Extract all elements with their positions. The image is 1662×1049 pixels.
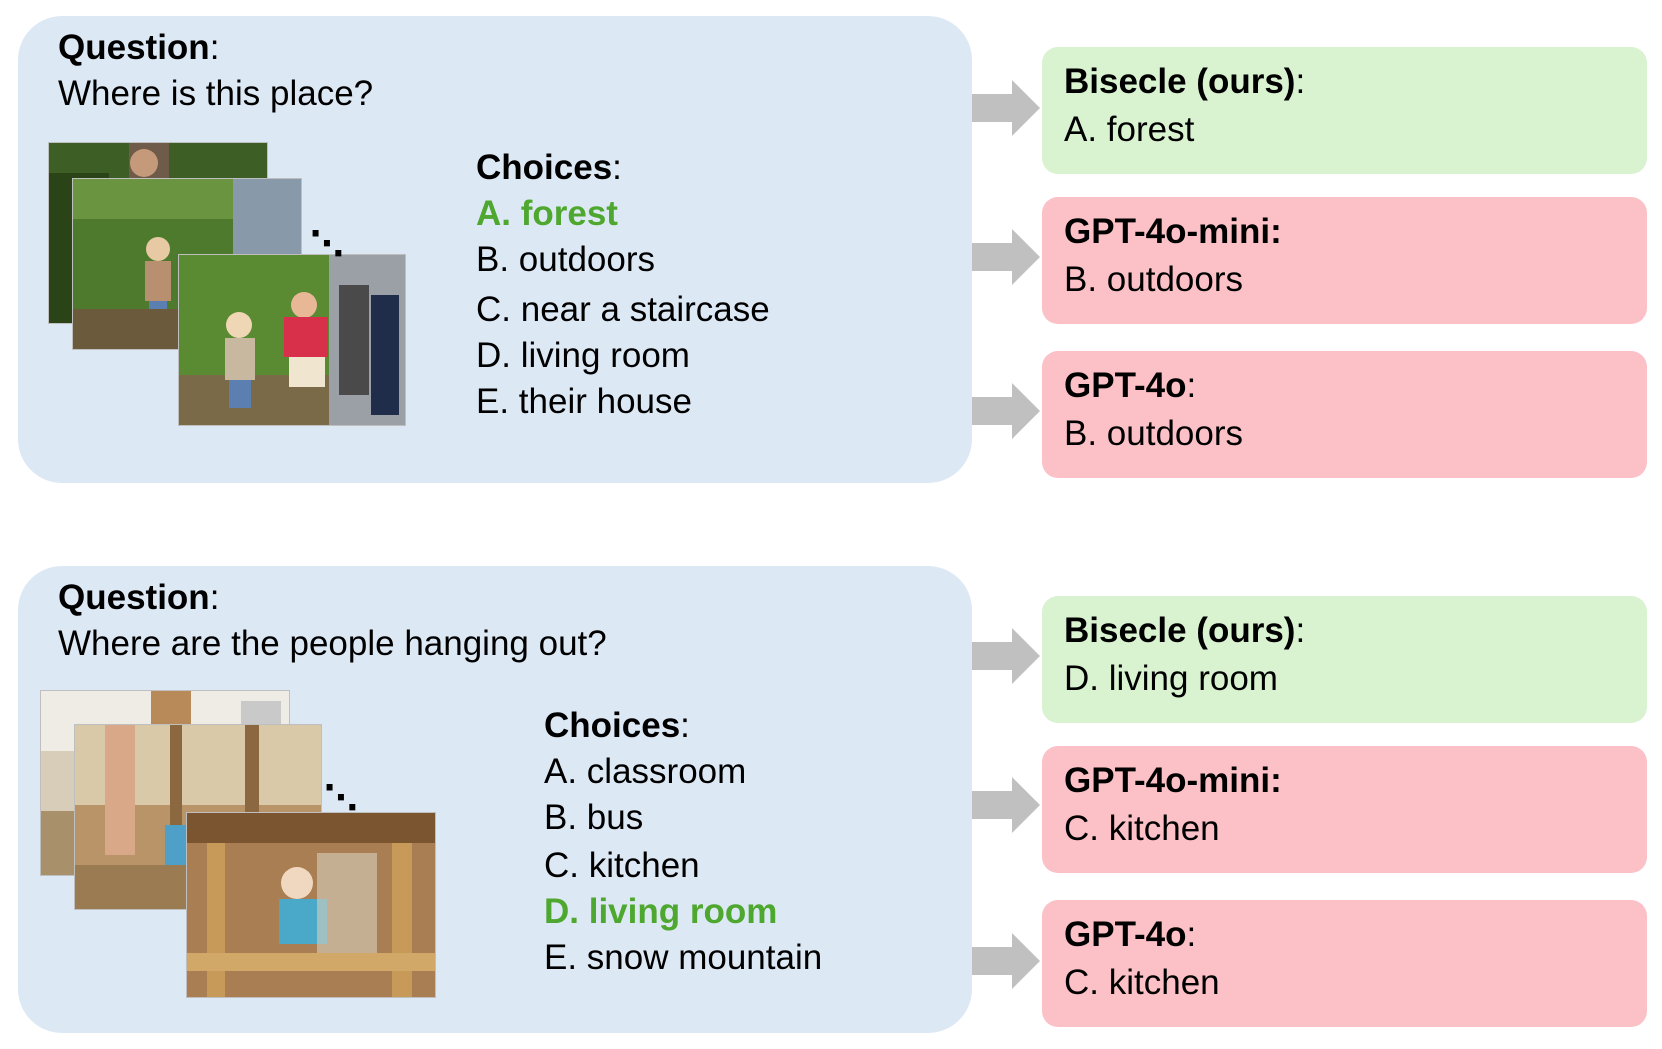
model-answer: B. outdoors — [1064, 260, 1243, 299]
model-name: Bisecle (ours): — [1064, 62, 1306, 101]
right-block-arrow-icon — [972, 628, 1040, 684]
example-1-question-box: Question: Where is this place? ⋱ Choices… — [18, 16, 972, 483]
choice-a: A. forest — [476, 194, 618, 233]
right-block-arrow-icon — [972, 777, 1040, 833]
right-block-arrow-icon — [972, 933, 1040, 989]
model-answer: B. outdoors — [1064, 414, 1243, 453]
choices-label: Choices: — [476, 148, 622, 187]
model-answer: C. kitchen — [1064, 809, 1220, 848]
answer-box-gpt-4o: GPT-4o: B. outdoors — [1042, 351, 1647, 478]
model-answer: D. living room — [1064, 659, 1278, 698]
right-block-arrow-icon — [972, 383, 1040, 439]
question-label: Question: — [58, 28, 220, 67]
question-text: Where are the people hanging out? — [58, 624, 607, 663]
right-block-arrow-icon — [972, 80, 1040, 136]
example-2-question-box: Question: Where are the people hanging o… — [18, 566, 972, 1033]
choice-b: B. bus — [544, 798, 644, 837]
choice-d: D. living room — [476, 336, 690, 375]
choice-a: A. classroom — [544, 752, 747, 791]
right-block-arrow-icon — [972, 229, 1040, 285]
model-name: GPT-4o: — [1064, 915, 1197, 954]
choices-label: Choices: — [544, 706, 690, 745]
choice-c: C. near a staircase — [476, 290, 770, 329]
model-name: GPT-4o-mini: — [1064, 212, 1282, 251]
model-name: Bisecle (ours): — [1064, 611, 1306, 650]
answer-box-bisecle: Bisecle (ours): D. living room — [1042, 596, 1647, 723]
choice-b: B. outdoors — [476, 240, 655, 279]
model-name: GPT-4o: — [1064, 366, 1197, 405]
model-answer: C. kitchen — [1064, 963, 1220, 1002]
choice-e: E. their house — [476, 382, 692, 421]
choice-c: C. kitchen — [544, 846, 700, 885]
choice-e: E. snow mountain — [544, 938, 823, 977]
answer-box-gpt-4o-mini: GPT-4o-mini: C. kitchen — [1042, 746, 1647, 873]
answer-box-bisecle: Bisecle (ours): A. forest — [1042, 47, 1647, 174]
ellipsis-icon: ⋱ — [324, 779, 358, 817]
video-frame-3 — [178, 254, 406, 426]
model-answer: A. forest — [1064, 110, 1195, 149]
ellipsis-icon: ⋱ — [310, 225, 344, 263]
answer-box-gpt-4o-mini: GPT-4o-mini: B. outdoors — [1042, 197, 1647, 324]
question-text: Where is this place? — [58, 74, 374, 113]
answer-box-gpt-4o: GPT-4o: C. kitchen — [1042, 900, 1647, 1027]
question-label: Question: — [58, 578, 220, 617]
video-frame-3 — [186, 812, 436, 998]
model-name: GPT-4o-mini: — [1064, 761, 1282, 800]
choice-d: D. living room — [544, 892, 778, 931]
